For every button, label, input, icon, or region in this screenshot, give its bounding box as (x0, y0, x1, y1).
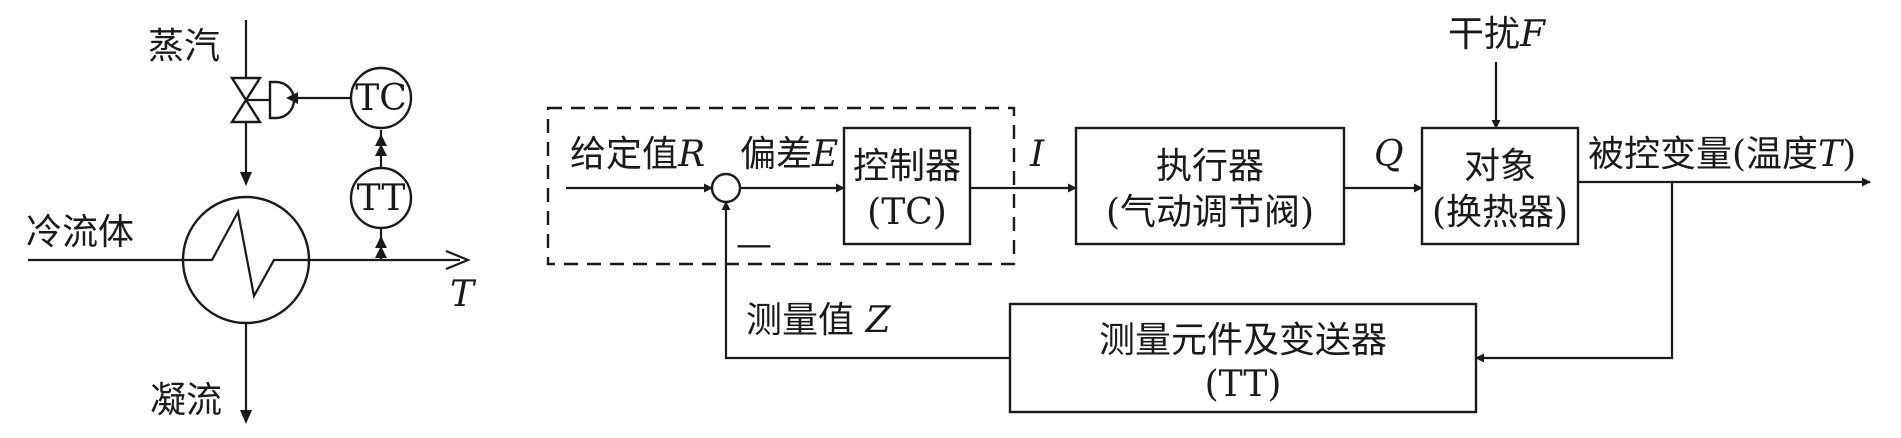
steam-flow-arrow (240, 172, 252, 186)
condensate-arrow (240, 410, 252, 424)
minus-sign: — (736, 224, 772, 265)
feedback-return-line (721, 201, 1010, 360)
output-temp-label: T (450, 274, 477, 315)
tt-label: TT (357, 178, 406, 219)
signal-i-label: I (1029, 134, 1045, 175)
signal-q-label: Q (1374, 134, 1404, 175)
sensor-name: 测量元件及变送器 (1099, 320, 1387, 361)
block-diagram: 给定值R — 偏差E 控制器 (TC) I 执行器 (气动调节阀) Q 干扰F … (546, 14, 1871, 414)
process-name: 对象 (1464, 146, 1536, 187)
controller-block (842, 126, 972, 246)
process-block (1420, 126, 1580, 246)
actuator-block (1074, 126, 1346, 246)
tt-tap-arrow-1 (375, 236, 387, 248)
actuator-name: 执行器 (1156, 146, 1264, 187)
heat-exchanger-coil (183, 208, 309, 300)
process-schematic: 蒸汽 TC TT 冷流体 T (26, 20, 477, 424)
cold-fluid-label: 冷流体 (26, 212, 134, 253)
actuator-type: (气动调节阀) (1106, 192, 1314, 233)
process-type: (换热器) (1432, 192, 1568, 233)
controller-tag: (TC) (867, 192, 947, 233)
tt-tap-arrow-2 (375, 246, 387, 258)
controller-name: 控制器 (853, 146, 961, 187)
control-valve-icon (229, 76, 296, 124)
tt-to-tc-arrow-2 (375, 144, 387, 156)
feedback-tap-line (1475, 182, 1674, 363)
tt-to-tc-arrow-1 (375, 134, 387, 146)
sensor-tag: (TT) (1205, 364, 1282, 405)
disturbance-label: 干扰F (1448, 14, 1547, 55)
summing-junction (710, 172, 742, 204)
measured-value-label: 测量值 Z (746, 300, 891, 341)
sensor-block (1008, 302, 1478, 414)
controller-boundary (546, 106, 1016, 266)
setpoint-label: 给定值R (570, 134, 705, 175)
condensate-label: 凝流 (150, 380, 222, 421)
outlet-arrow (445, 249, 471, 271)
error-label: 偏差E (740, 134, 838, 175)
controlled-variable-label: 被控变量(温度T) (1588, 134, 1856, 175)
steam-label: 蒸汽 (148, 26, 220, 67)
tc-to-valve-arrow (286, 92, 298, 104)
tc-label: TC (355, 78, 407, 119)
